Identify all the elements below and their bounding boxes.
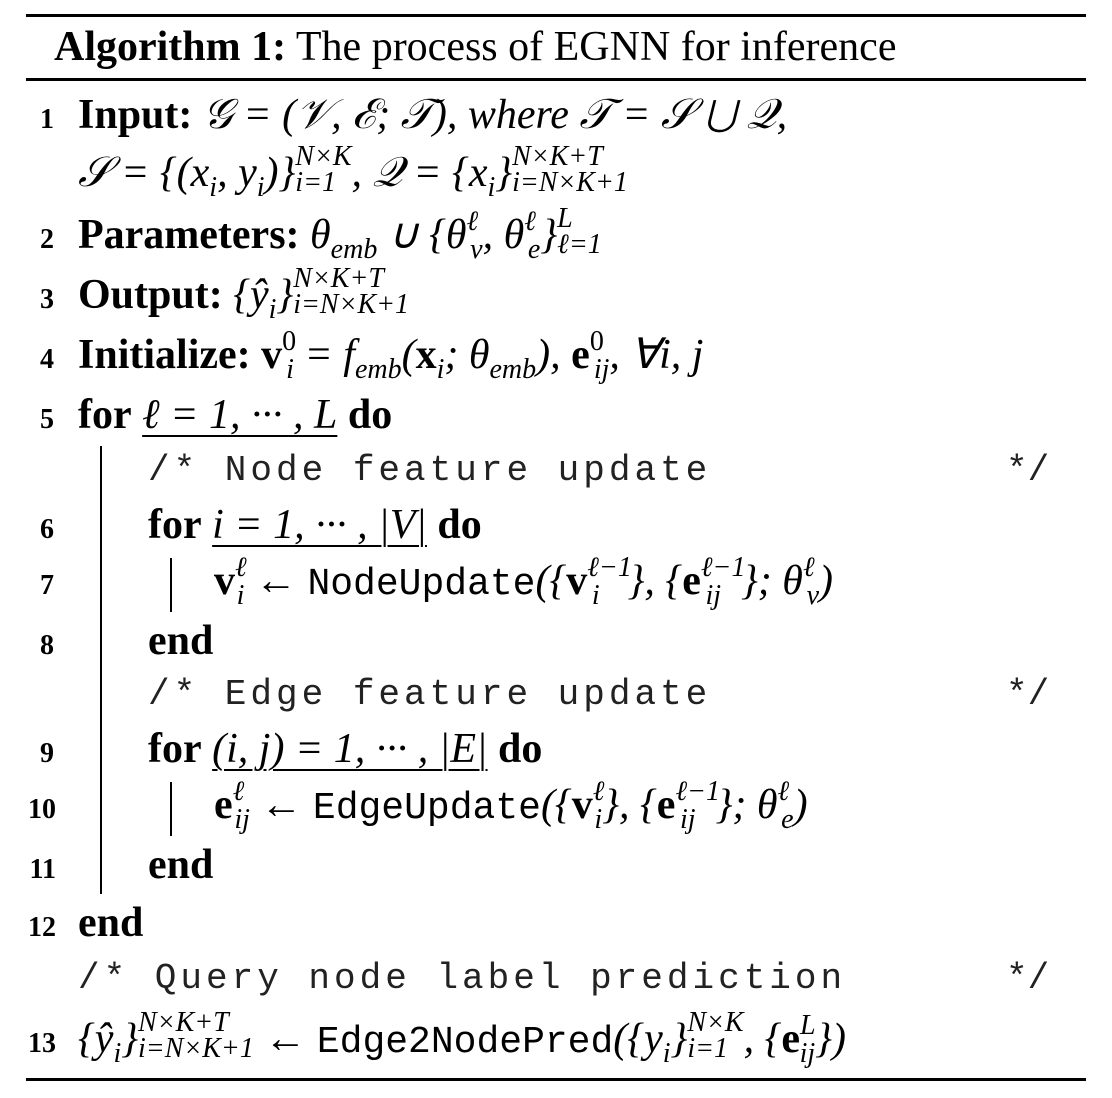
loop-condition: i = 1, ··· , |V| [212, 502, 427, 548]
keyword-do: do [347, 392, 393, 438]
algo-line-5: 5 for ℓ = 1, ··· , L do [0, 390, 1112, 446]
line-content: vℓi ← NodeUpdate({vℓ−1i}, {eℓ−1ij}; θℓv) [214, 552, 834, 611]
keyword-do: do [437, 502, 482, 548]
keyword-input: Input: [78, 92, 193, 138]
edge-loop-bar [170, 782, 172, 836]
comment-query-prediction: /* Query node label prediction */ [0, 954, 1112, 1010]
keyword-output: Output: [78, 272, 223, 318]
init-expr: v0i = femb(xi; θemb), e0ij, ∀i, j [261, 326, 704, 385]
line-content: for i = 1, ··· , |V| do [148, 500, 482, 550]
algo-line-11: 11 end [0, 840, 1112, 896]
line-number: 5 [40, 404, 54, 435]
comment-edge-update: /* Edge feature update */ [0, 670, 1112, 726]
line-number: 1 [40, 104, 54, 135]
line-content: for (i, j) = 1, ··· , |E| do [148, 724, 542, 774]
keyword-parameters: Parameters: [78, 212, 300, 258]
line-number: 7 [40, 570, 54, 601]
keyword-end: end [148, 618, 214, 664]
line-content: for ℓ = 1, ··· , L do [78, 390, 392, 440]
edge2node-fn: Edge2NodePred [316, 1021, 614, 1064]
caption-text: The process of EGNN for inference [295, 24, 897, 70]
edge-update-fn: EdgeUpdate [312, 787, 541, 830]
loop-condition: (i, j) = 1, ··· , |E| [212, 726, 488, 772]
loop-condition: ℓ = 1, ··· , L [142, 392, 338, 438]
outer-loop-bar [100, 446, 102, 894]
query-set-open: , 𝒬 = {x [351, 150, 488, 196]
node-update-fn: NodeUpdate [307, 563, 536, 606]
comment-close: */ [1006, 958, 1050, 999]
algo-line-10: 10 eℓij ← EdgeUpdate({vℓi}, {eℓ−1ij}; θℓ… [0, 776, 1112, 836]
query-set-close: } [495, 150, 513, 196]
node-update-stmt: vℓi ← NodeUpdate({vℓ−1i}, {eℓ−1ij}; θℓv) [214, 552, 834, 611]
keyword-for: for [148, 726, 202, 772]
comment-node-update: /* Node feature update */ [0, 446, 1112, 502]
line-content: eℓij ← EdgeUpdate({vℓi}, {eℓ−1ij}; θℓe) [214, 776, 808, 835]
line-number: 2 [40, 224, 54, 255]
caption-label: Algorithm 1: [54, 24, 287, 70]
theta: θ [310, 212, 331, 258]
algo-line-7: 7 vℓi ← NodeUpdate({vℓ−1i}, {eℓ−1ij}; θℓ… [0, 552, 1112, 612]
comment-text: /* Node feature update [148, 450, 712, 491]
algo-line-12: 12 end [0, 898, 1112, 954]
keyword-for: for [148, 502, 202, 548]
keyword-end: end [148, 842, 214, 888]
line-number: 8 [40, 630, 54, 661]
comment-text: /* Edge feature update [148, 674, 712, 715]
top-rule [26, 14, 1086, 17]
keyword-initialize: Initialize: [78, 332, 251, 378]
edge-update-stmt: eℓij ← EdgeUpdate({vℓi}, {eℓ−1ij}; θℓe) [214, 776, 808, 835]
line-number: 12 [28, 912, 56, 943]
comment-close: */ [1006, 450, 1050, 491]
support-set-expr: 𝒮 = {(xi, yi)} [78, 150, 296, 203]
algo-line-8: 8 end [0, 616, 1112, 672]
line-content: Input: 𝒢 = (𝒱, ℰ; 𝒯), where 𝒯 = 𝒮 ⋃ 𝒬, [78, 90, 787, 140]
line-number: 9 [40, 738, 54, 769]
support-set-close: )} [264, 150, 296, 196]
line-number: 4 [40, 344, 54, 375]
comment-close: */ [1006, 674, 1050, 715]
line-number: 3 [40, 284, 54, 315]
comment-text: /* Query node label prediction [78, 958, 847, 999]
algo-line-1: 1 Input: 𝒢 = (𝒱, ℰ; 𝒯), where 𝒯 = 𝒮 ⋃ 𝒬, [0, 90, 1112, 146]
algo-line-4: 4 Initialize: v0i = femb(xi; θemb), e0ij… [0, 326, 1112, 386]
input-graph-expr: 𝒢 = (𝒱, ℰ; 𝒯), where 𝒯 = 𝒮 ⋃ 𝒬, [202, 92, 788, 138]
query-set-expr: , 𝒬 = {xi} [351, 150, 513, 203]
keyword-end: end [78, 900, 144, 946]
node-loop-bar [170, 558, 172, 612]
line-number: 10 [28, 794, 56, 825]
line-number: 13 [28, 1028, 56, 1059]
algo-line-6: 6 for i = 1, ··· , |V| do [0, 500, 1112, 556]
line-number: 6 [40, 514, 54, 545]
support-set-y: , y [217, 150, 257, 196]
keyword-for: for [78, 392, 132, 438]
keyword-do: do [498, 726, 543, 772]
caption-rule [26, 78, 1086, 81]
support-set-open: 𝒮 = {(x [78, 150, 210, 196]
algo-line-9: 9 for (i, j) = 1, ··· , |E| do [0, 724, 1112, 780]
line-content: Initialize: v0i = femb(xi; θemb), e0ij, … [78, 326, 704, 385]
algorithm-caption: Algorithm 1: The process of EGNN for inf… [54, 22, 896, 72]
bottom-rule [26, 1078, 1086, 1081]
line-number: 11 [29, 854, 56, 885]
